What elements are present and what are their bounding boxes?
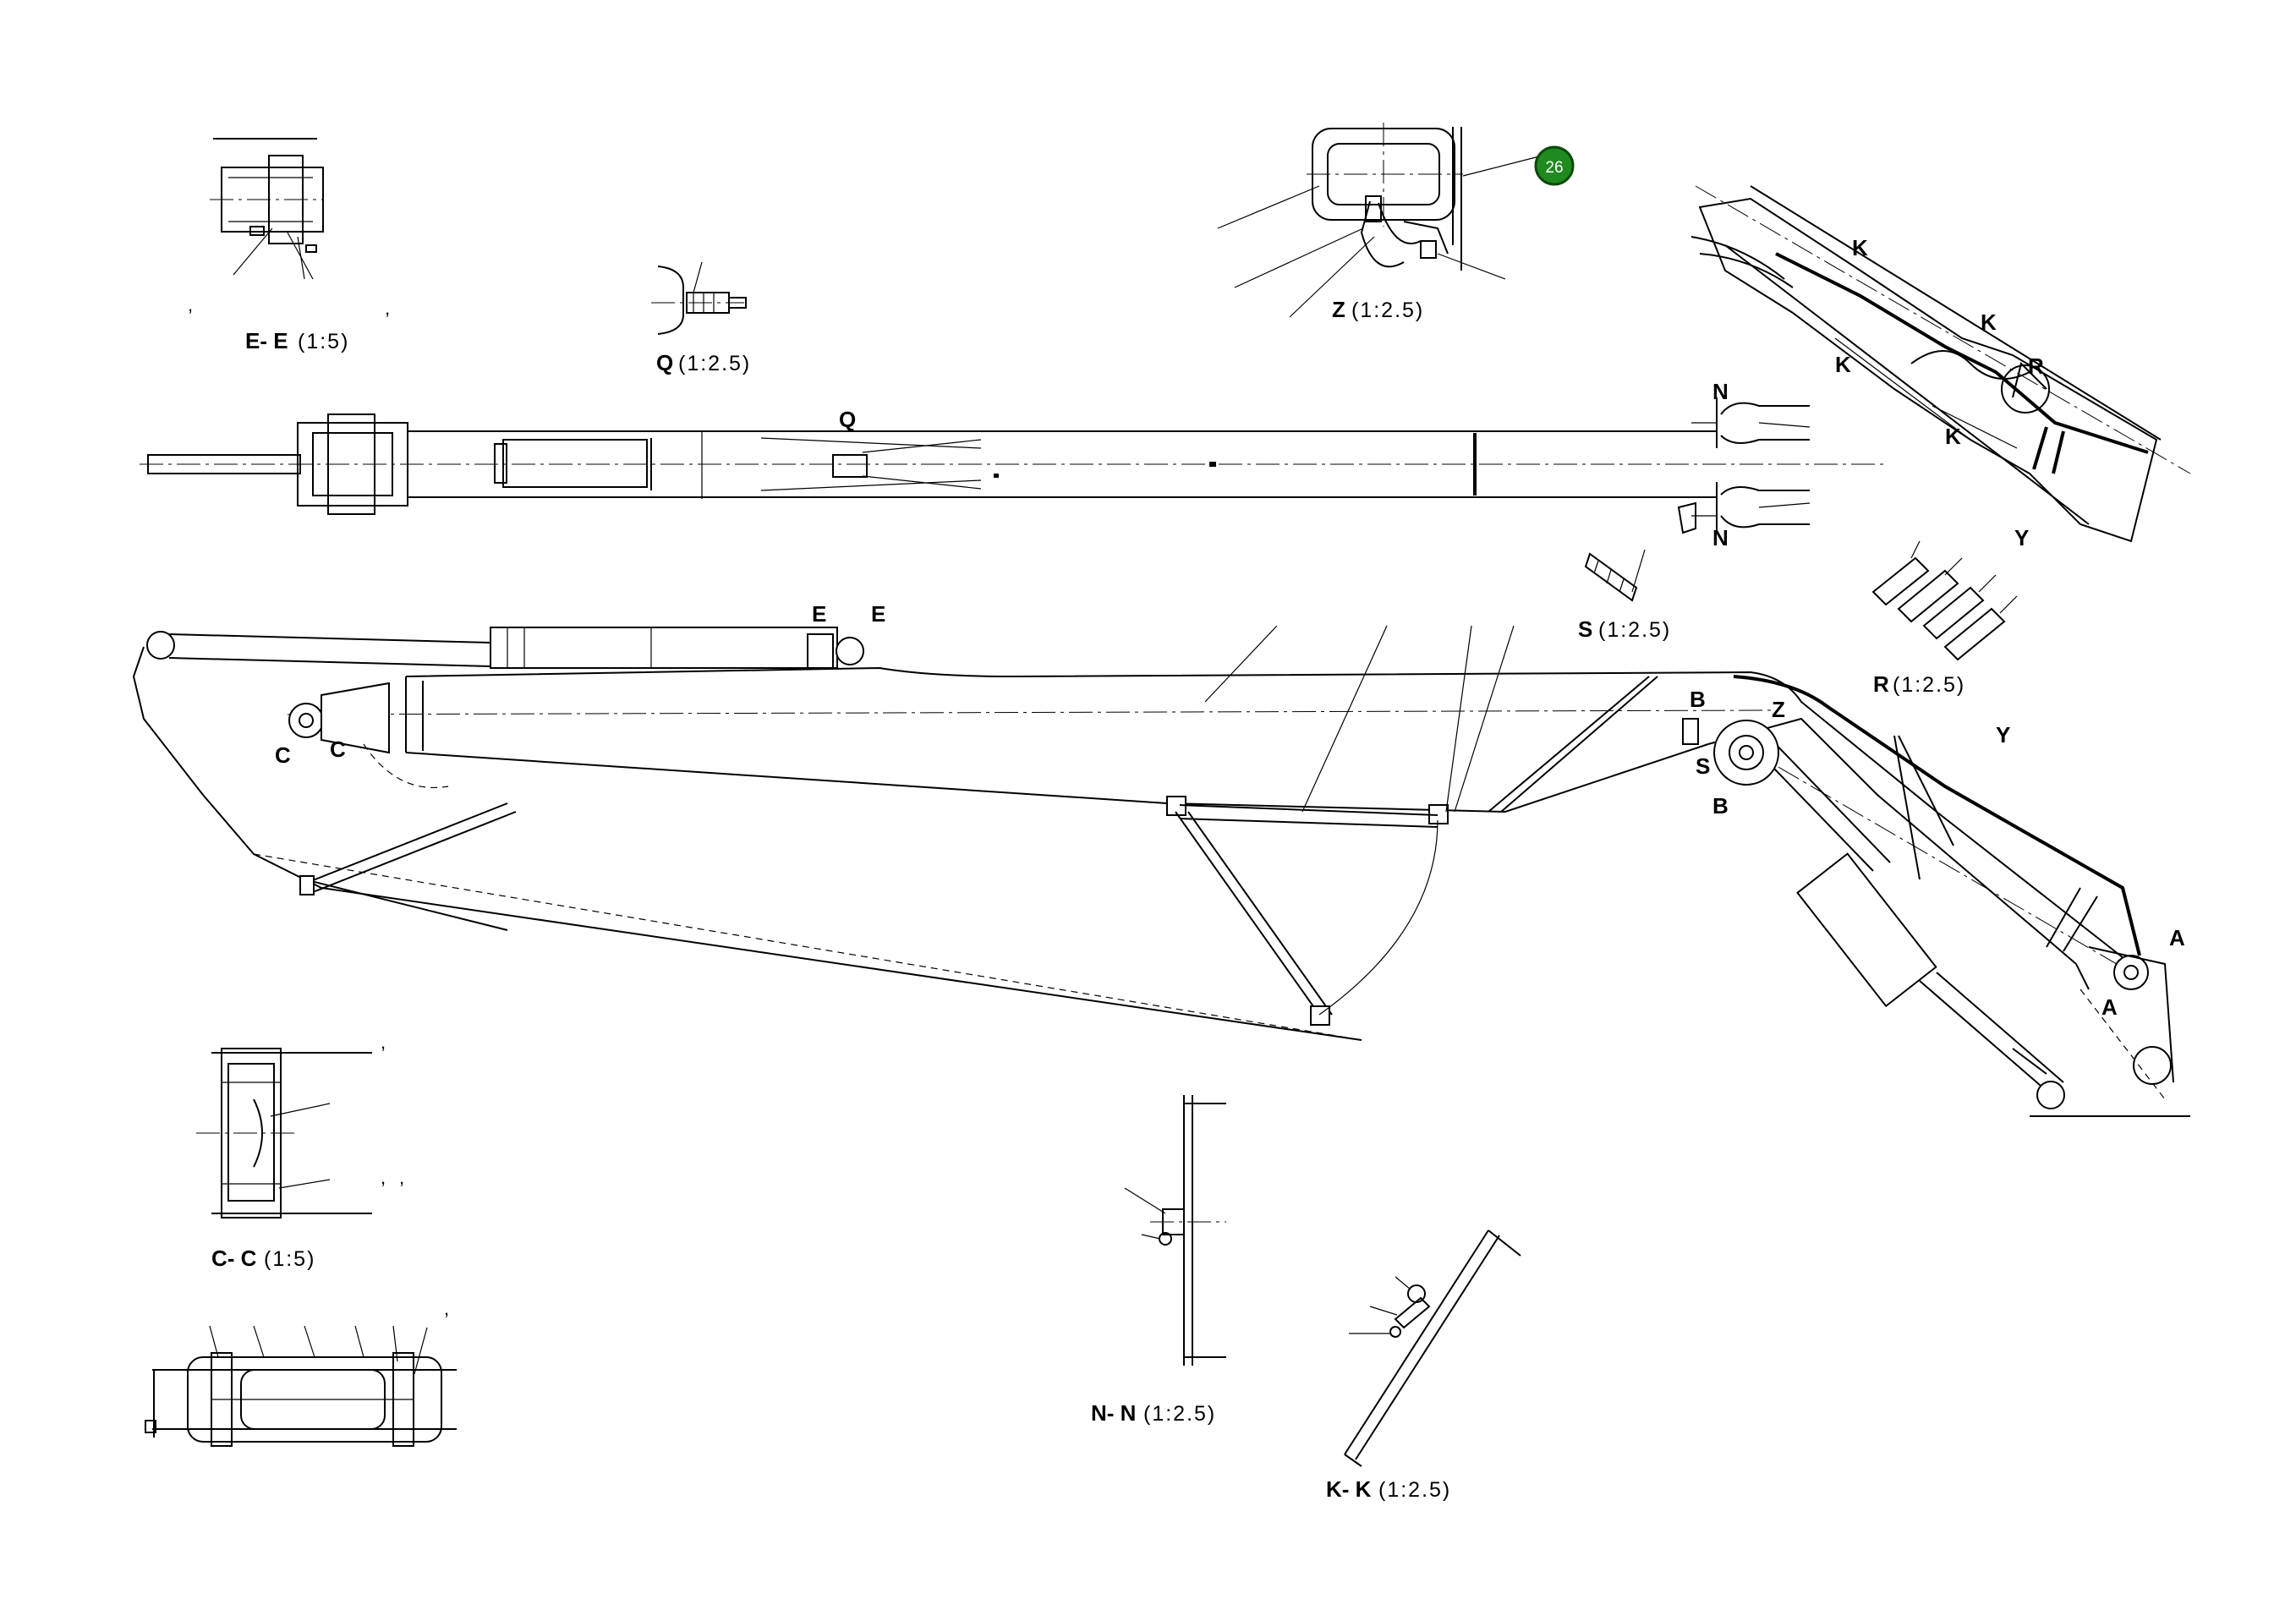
view-scale-ee: (1:5) bbox=[298, 330, 349, 353]
view-scale-kk: (1:2.5) bbox=[1378, 1478, 1451, 1502]
view-scale-cc: (1:5) bbox=[264, 1247, 315, 1271]
tick-mark: , bbox=[444, 1298, 449, 1319]
view-label-kk: K- K bbox=[1326, 1476, 1372, 1502]
callout-26-badge[interactable]: 26 bbox=[1534, 145, 1575, 186]
section-mark-k: K bbox=[1945, 424, 1961, 449]
view-scale-s: (1:2.5) bbox=[1598, 618, 1671, 642]
detail-q-view: Q (1:2.5) bbox=[651, 261, 751, 375]
detail-y-view: K K K K R Y bbox=[1690, 185, 2191, 550]
detail-r-view: R (1:2.5) bbox=[1871, 540, 2018, 697]
section-mark-y: Y bbox=[2014, 525, 2029, 550]
section-mark-e: E bbox=[812, 601, 826, 627]
tick-mark: , bbox=[381, 1167, 386, 1188]
section-mark-n: N bbox=[1712, 525, 1729, 550]
section-mark-s: S bbox=[1696, 753, 1710, 779]
detail-kk-view: K- K (1:2.5) bbox=[1326, 1229, 1521, 1502]
section-mark-r: R bbox=[2028, 353, 2044, 379]
section-mark-n: N bbox=[1712, 379, 1729, 404]
section-mark-c: C bbox=[330, 737, 346, 762]
detail-cc-view: , , , C- C (1:5) bbox=[196, 1032, 404, 1271]
view-label-nn: N- N bbox=[1091, 1400, 1136, 1426]
section-mark-k: K bbox=[1835, 352, 1851, 377]
callout-number: 26 bbox=[1545, 159, 1563, 177]
view-scale-q: (1:2.5) bbox=[678, 352, 751, 375]
section-mark-z: Z bbox=[1772, 697, 1785, 722]
detail-z-view: Z (1:2.5) bbox=[1217, 123, 1540, 322]
detail-nn-view: N- N (1:2.5) bbox=[1091, 1095, 1226, 1426]
section-mark-e: E bbox=[871, 601, 885, 627]
detail-bottom-left-view: , bbox=[145, 1298, 457, 1447]
tick-mark: , bbox=[399, 1167, 404, 1188]
callout-circle bbox=[1534, 145, 1575, 186]
boom-top-view: Q N N bbox=[140, 379, 1886, 550]
section-mark-k: K bbox=[1852, 235, 1868, 260]
view-label-ee: E- E bbox=[245, 328, 288, 353]
tick-mark: , bbox=[385, 298, 390, 319]
section-mark-a: A bbox=[2101, 994, 2118, 1020]
boom-side-view: E E C C B B Z S Y A A bbox=[132, 601, 2190, 1117]
view-scale-z: (1:2.5) bbox=[1351, 298, 1424, 322]
section-mark-q: Q bbox=[839, 407, 856, 432]
tick-mark: , bbox=[381, 1032, 386, 1053]
view-scale-nn: (1:2.5) bbox=[1143, 1402, 1216, 1426]
view-label-cc: C- C bbox=[211, 1246, 257, 1271]
section-mark-b: B bbox=[1712, 793, 1729, 819]
view-label-s: S bbox=[1578, 616, 1592, 642]
detail-s-view: S (1:2.5) bbox=[1578, 549, 1671, 642]
view-label-z: Z bbox=[1332, 297, 1345, 322]
section-mark-y: Y bbox=[1996, 722, 2010, 748]
section-mark-c: C bbox=[275, 742, 291, 768]
section-mark-k: K bbox=[1981, 309, 1997, 335]
view-scale-r: (1:2.5) bbox=[1893, 673, 1965, 697]
detail-ee-view: , , E- E (1:5) bbox=[188, 138, 390, 353]
tick-mark: , bbox=[188, 294, 193, 315]
view-label-r: R bbox=[1873, 671, 1889, 697]
section-mark-a: A bbox=[2169, 925, 2185, 950]
section-mark-b: B bbox=[1690, 687, 1706, 712]
view-label-q: Q bbox=[656, 350, 673, 375]
